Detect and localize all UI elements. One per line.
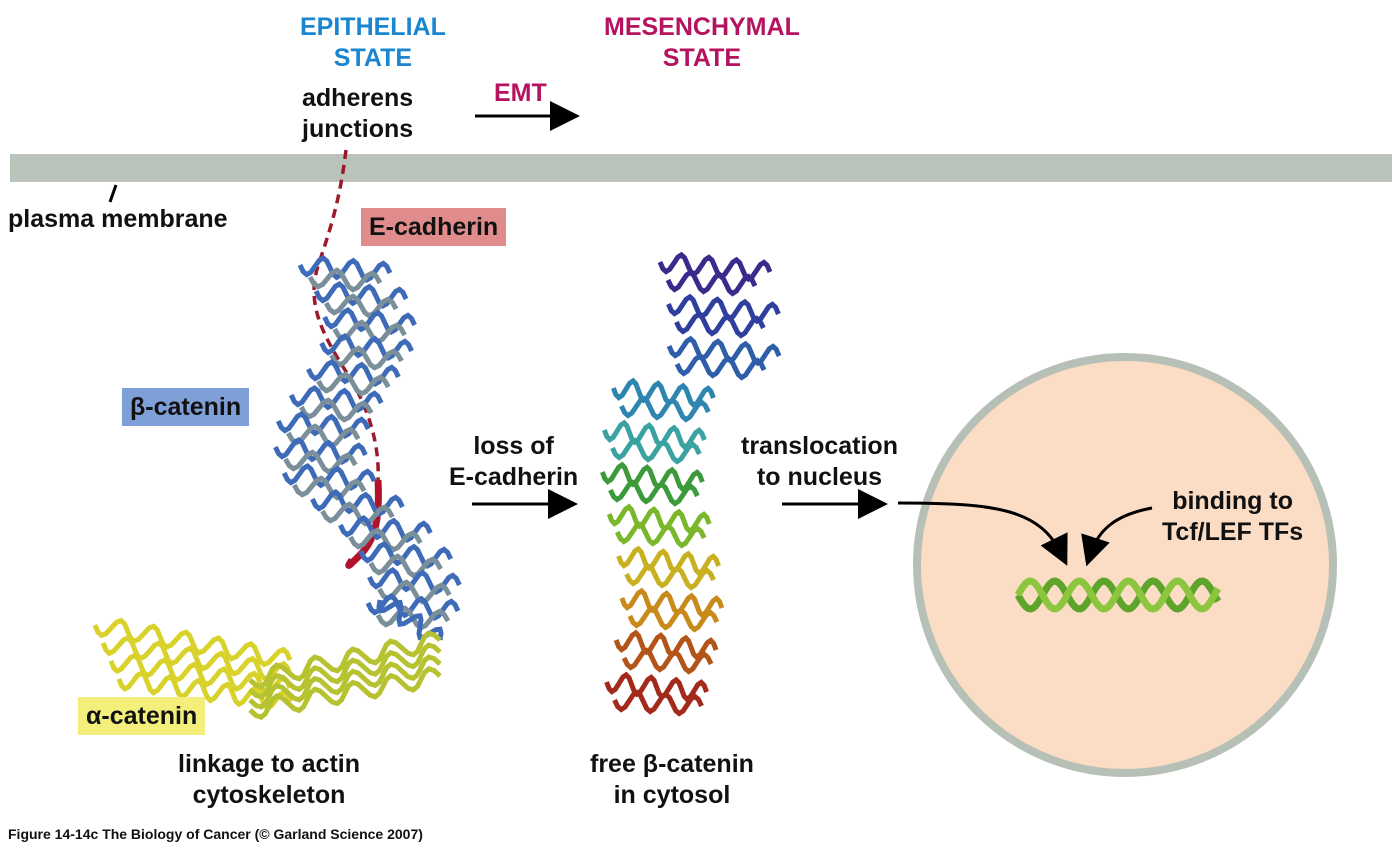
- helix: [621, 647, 714, 675]
- helix: [329, 345, 404, 371]
- helix: [627, 605, 720, 633]
- plasma-membrane: [10, 154, 1392, 182]
- helix: [665, 269, 758, 297]
- helix: [338, 514, 433, 544]
- binding-curve-arrow: [1081, 506, 1153, 567]
- helix: [606, 503, 712, 535]
- helix: [248, 665, 442, 721]
- helix: [108, 652, 293, 697]
- beta-catenin-structure: [273, 254, 462, 641]
- helix: [273, 436, 368, 466]
- helix: [612, 689, 704, 717]
- helix: [358, 540, 453, 570]
- helix: [292, 475, 367, 501]
- nucleus: [913, 353, 1337, 777]
- helix: [323, 293, 399, 319]
- helix: [92, 617, 293, 668]
- helix: [281, 462, 377, 492]
- helix: [613, 629, 719, 661]
- helix: [611, 377, 716, 409]
- helix: [614, 521, 707, 549]
- helix: [313, 280, 409, 310]
- dna-strand: [1014, 577, 1222, 613]
- helix: [674, 311, 766, 339]
- helix: [348, 527, 423, 553]
- helix: [600, 461, 705, 493]
- helix: [288, 384, 384, 414]
- helix: [619, 587, 725, 619]
- helix: [100, 635, 293, 682]
- translocation-curve-arrow: [897, 501, 1068, 566]
- figure-caption: Figure 14-14c The Biology of Cancer (© G…: [8, 826, 423, 842]
- free-beta-catenin-structure: [600, 251, 782, 717]
- helix: [608, 479, 700, 507]
- alpha-catenin-structure: [92, 617, 442, 721]
- plasma-membrane-label: plasma membrane: [8, 205, 228, 233]
- dna-helix: [1014, 577, 1222, 613]
- alpha-catenin-label: α-catenin: [78, 697, 206, 735]
- helix: [307, 267, 383, 293]
- helix: [674, 353, 767, 381]
- helix: [299, 397, 374, 423]
- helix: [624, 563, 716, 591]
- helix: [602, 419, 707, 451]
- helix: [310, 488, 405, 518]
- beta-catenin-label: β-catenin: [122, 388, 250, 426]
- e-cadherin-dashed-chain: [312, 149, 380, 481]
- helix: [368, 553, 443, 579]
- helix: [248, 642, 442, 700]
- helix: [248, 630, 442, 690]
- helix: [320, 501, 395, 527]
- helix: [616, 545, 721, 577]
- helix: [283, 449, 358, 475]
- helix: [322, 306, 417, 336]
- helix: [610, 437, 702, 465]
- e-cadherin-label: E-cadherin: [361, 208, 507, 246]
- helix: [316, 371, 391, 397]
- helix: [365, 592, 461, 622]
- helix: [248, 654, 442, 710]
- helix: [319, 332, 414, 362]
- helix: [619, 395, 711, 423]
- emt-label: EMT: [494, 79, 547, 107]
- helix: [297, 254, 393, 284]
- helix: [604, 671, 709, 703]
- helix: [367, 566, 462, 596]
- helix: [275, 410, 371, 440]
- helix: [306, 358, 401, 388]
- membrane-pointer: [108, 184, 118, 203]
